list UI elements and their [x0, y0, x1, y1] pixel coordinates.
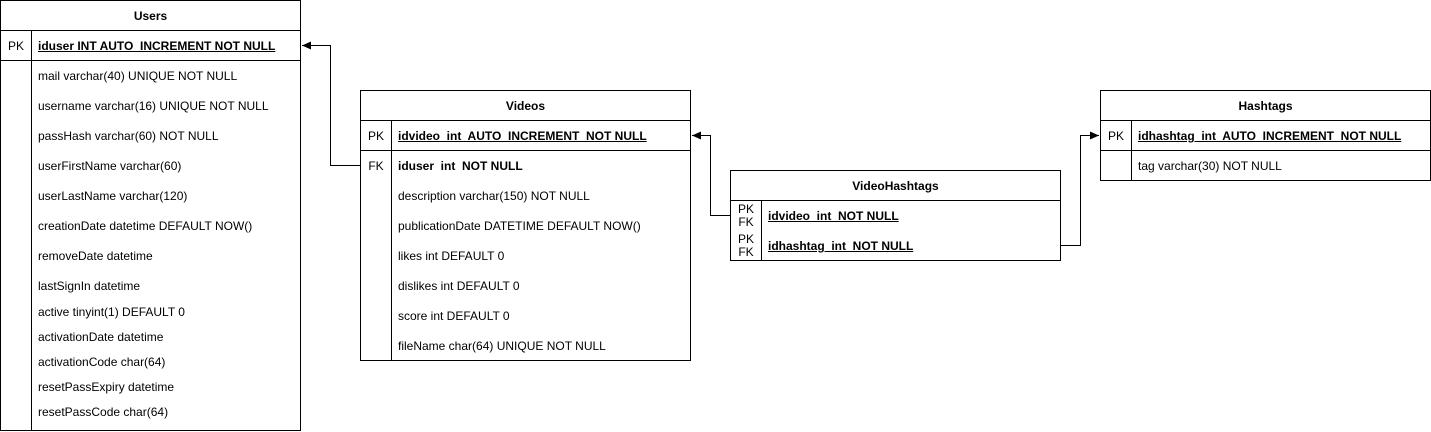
- users-field: userFirstName varchar(60): [38, 159, 182, 173]
- hashtags-pk-field: idhashtag int AUTO_INCREMENT NOT NULL: [1138, 129, 1402, 143]
- videohashtags-fk-label: FK: [738, 245, 754, 259]
- users-field-row[interactable]: resetPassCode char(64): [1, 399, 300, 424]
- videos-field-row[interactable]: likes int DEFAULT 0: [361, 241, 690, 271]
- users-field-row[interactable]: passHash varchar(60) NOT NULL: [1, 121, 300, 151]
- videos-field-row[interactable]: score int DEFAULT 0: [361, 301, 690, 331]
- relationship-videos-users: [302, 41, 361, 166]
- users-field-row[interactable]: resetPassExpiry datetime: [1, 374, 300, 399]
- videos-field: likes int DEFAULT 0: [398, 249, 505, 263]
- videohashtags-key-column-divider: [761, 200, 762, 260]
- hashtags-pk-row[interactable]: PK idhashtag int AUTO_INCREMENT NOT NULL: [1101, 121, 1430, 151]
- videohashtags-pk-label: PK: [737, 232, 754, 246]
- users-pk-separator: [1, 60, 300, 61]
- relationship-videohashtags-videos: [692, 131, 731, 216]
- users-field: activationDate datetime: [38, 329, 164, 344]
- videohashtags-key-row[interactable]: PK FK idhashtag int NOT NULL: [731, 231, 1060, 261]
- videos-field: score int DEFAULT 0: [398, 309, 510, 323]
- users-field-row[interactable]: userFirstName varchar(60): [1, 151, 300, 181]
- videos-fk-field: iduser int NOT NULL: [398, 159, 523, 173]
- users-field-row[interactable]: mail varchar(40) UNIQUE NOT NULL: [1, 61, 300, 91]
- hashtags-field-row[interactable]: tag varchar(30) NOT NULL: [1101, 151, 1430, 181]
- hashtags-pk-separator: [1101, 150, 1430, 151]
- videos-field-row[interactable]: fileName char(64) UNIQUE NOT NULL: [361, 331, 690, 361]
- users-pk-label: PK: [7, 39, 24, 53]
- videos-field: fileName char(64) UNIQUE NOT NULL: [398, 339, 606, 353]
- users-field-row[interactable]: removeDate datetime: [1, 241, 300, 271]
- hashtags-table-title: Hashtags: [1101, 91, 1430, 121]
- users-field-row[interactable]: activationDate datetime: [1, 324, 300, 349]
- videohashtags-key-row[interactable]: PK FK idvideo int NOT NULL: [731, 201, 1060, 231]
- videohashtags-idvideo-field: idvideo int NOT NULL: [768, 209, 899, 223]
- users-field-row[interactable]: lastSignIn datetime: [1, 271, 300, 301]
- users-field: removeDate datetime: [38, 249, 153, 263]
- users-key-column-divider: [31, 30, 32, 430]
- videos-table[interactable]: Videos PK idvideo int AUTO_INCREMENT NOT…: [360, 90, 691, 361]
- users-field: activationCode char(64): [38, 354, 166, 369]
- videos-fk-row[interactable]: FK iduser int NOT NULL: [361, 151, 690, 181]
- users-table[interactable]: Users PK iduser INT AUTO_INCREMENT NOT N…: [0, 0, 301, 431]
- users-field: lastSignIn datetime: [38, 279, 141, 293]
- users-field: creationDate datetime DEFAULT NOW(): [38, 219, 253, 233]
- users-field-row[interactable]: userLastName varchar(120): [1, 181, 300, 211]
- videohashtags-table-title: VideoHashtags: [731, 171, 1060, 201]
- users-field: userLastName varchar(120): [38, 189, 188, 203]
- videos-field-row[interactable]: publicationDate DATETIME DEFAULT NOW(): [361, 211, 690, 241]
- users-pk-field: iduser INT AUTO_INCREMENT NOT NULL: [38, 39, 276, 53]
- videohashtags-fk-label: FK: [738, 215, 754, 229]
- videos-pk-field: idvideo int AUTO_INCREMENT NOT NULL: [398, 129, 647, 143]
- users-field-row[interactable]: active tinyint(1) DEFAULT 0: [1, 299, 300, 324]
- videos-key-column-divider: [391, 120, 392, 360]
- users-field-row[interactable]: username varchar(16) UNIQUE NOT NULL: [1, 91, 300, 121]
- hashtags-pk-label: PK: [1107, 129, 1124, 143]
- users-field: resetPassExpiry datetime: [38, 379, 175, 394]
- hashtags-field: tag varchar(30) NOT NULL: [1138, 159, 1282, 173]
- videos-field-row[interactable]: description varchar(150) NOT NULL: [361, 181, 690, 211]
- videos-field-row[interactable]: dislikes int DEFAULT 0: [361, 271, 690, 301]
- videos-fk-label: FK: [368, 159, 384, 173]
- videos-pk-label: PK: [367, 129, 384, 143]
- users-pk-row[interactable]: PK iduser INT AUTO_INCREMENT NOT NULL: [1, 31, 300, 61]
- users-field: passHash varchar(60) NOT NULL: [38, 129, 219, 143]
- users-table-title: Users: [1, 1, 300, 31]
- videohashtags-pk-label: PK: [737, 202, 754, 216]
- relationship-videohashtags-hashtags: [1060, 131, 1099, 246]
- hashtags-table[interactable]: Hashtags PK idhashtag int AUTO_INCREMENT…: [1100, 90, 1431, 181]
- videos-pk-separator: [361, 150, 690, 151]
- videos-pk-row[interactable]: PK idvideo int AUTO_INCREMENT NOT NULL: [361, 121, 690, 151]
- users-field: username varchar(16) UNIQUE NOT NULL: [38, 99, 269, 113]
- videos-field: dislikes int DEFAULT 0: [398, 279, 520, 293]
- users-field: resetPassCode char(64): [38, 404, 169, 419]
- videos-field: publicationDate DATETIME DEFAULT NOW(): [398, 219, 641, 233]
- videos-table-title: Videos: [361, 91, 690, 121]
- users-field-row[interactable]: activationCode char(64): [1, 349, 300, 374]
- videohashtags-table[interactable]: VideoHashtags PK FK idvideo int NOT NULL…: [730, 170, 1061, 261]
- videos-field: description varchar(150) NOT NULL: [398, 189, 590, 203]
- users-field: mail varchar(40) UNIQUE NOT NULL: [38, 69, 238, 83]
- videohashtags-idhashtag-field: idhashtag int NOT NULL: [768, 239, 914, 253]
- users-field-row[interactable]: creationDate datetime DEFAULT NOW(): [1, 211, 300, 241]
- users-field: active tinyint(1) DEFAULT 0: [38, 304, 185, 319]
